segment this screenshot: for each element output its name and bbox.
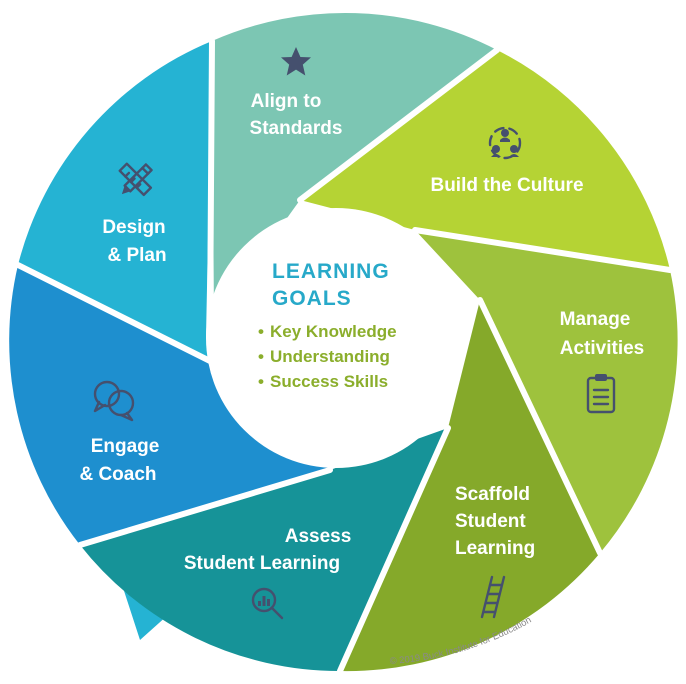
segment-manage-label-2: Activities — [560, 338, 644, 359]
segment-manage[interactable] — [415, 230, 678, 553]
center-title-line2: GOALS — [272, 287, 352, 310]
segment-align[interactable] — [212, 12, 497, 321]
people-network-icon — [488, 126, 522, 160]
center-bullet-2: • — [258, 347, 264, 366]
magnifier-chart-icon — [251, 587, 284, 620]
ladder-icon — [480, 575, 506, 619]
pencil-ruler-icon — [118, 162, 153, 197]
segment-engage-label-1: Engage — [91, 436, 160, 457]
segment-design-label-1: Design — [102, 217, 165, 238]
segment-design-label-2: & Plan — [107, 245, 166, 266]
segment-engage[interactable] — [9, 265, 331, 545]
segment-manage-label-1: Manage — [560, 309, 631, 330]
segment-culture-label: Build the Culture — [430, 175, 583, 196]
segment-culture[interactable] — [300, 50, 670, 270]
segment-assess-label-2: Student Learning — [184, 553, 340, 574]
center-bullet-1: • — [258, 322, 264, 341]
center-bullet-3: • — [258, 372, 264, 391]
center-item-2: Understanding — [270, 347, 390, 366]
clipboard-icon — [586, 374, 616, 414]
segment-scaffold-label-3: Learning — [455, 538, 535, 559]
center-item-1: Key Knowledge — [270, 322, 397, 341]
center-item-3: Success Skills — [270, 372, 388, 391]
segment-engage-label-2: & Coach — [79, 464, 156, 485]
segment-scaffold-label-1: Scaffold — [455, 484, 530, 505]
segment-assess-label-1: Assess — [285, 526, 352, 547]
segment-scaffold[interactable] — [340, 300, 600, 672]
segment-align-label-2: Standards — [250, 118, 343, 139]
speech-bubbles-icon — [93, 380, 135, 422]
center-title-line1: LEARNING — [272, 260, 390, 283]
segment-scaffold-label-2: Student — [455, 511, 526, 532]
segment-align-label-1: Align to — [251, 91, 322, 112]
star-icon — [281, 47, 311, 76]
center-hub — [206, 208, 466, 468]
segment-dividers — [15, 38, 673, 674]
segment-assess[interactable] — [80, 428, 448, 672]
